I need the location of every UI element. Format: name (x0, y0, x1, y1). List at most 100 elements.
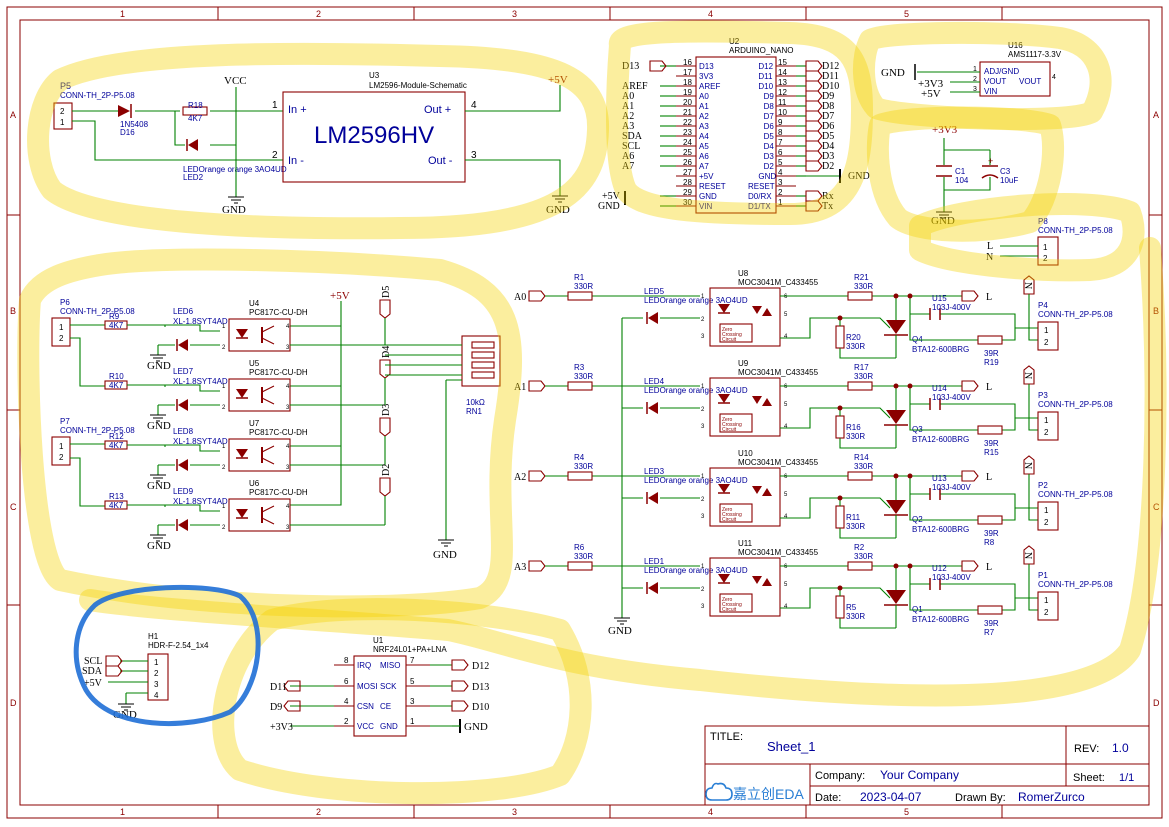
rev-value: 1.0 (1112, 741, 1129, 755)
net-flag-d3 (379, 417, 391, 437)
svg-text:10uF: 10uF (1000, 176, 1018, 185)
resistor-value: 4K7 (109, 501, 124, 510)
svg-text:1: 1 (701, 474, 705, 480)
led-value: XL-1.8SYT4AD (173, 377, 228, 386)
input-flag-a2 (528, 470, 546, 482)
arduino-net-label: D6 (822, 121, 834, 132)
arduino-pin-num: 17 (683, 68, 692, 77)
led-led1 (648, 582, 658, 594)
svg-text:GND: GND (147, 360, 171, 372)
svg-text:P3: P3 (1038, 391, 1048, 400)
col-label-5-bottom: 5 (904, 807, 909, 817)
svg-text:U3: U3 (369, 71, 380, 80)
svg-text:+5V: +5V (548, 74, 568, 86)
svg-text:P6: P6 (60, 298, 70, 307)
gnd-symbol-input (150, 534, 166, 542)
svg-text:Out +: Out + (424, 104, 451, 116)
arduino-pin-num: 29 (683, 188, 692, 197)
svg-text:SCL: SCL (84, 656, 102, 667)
svg-text:4: 4 (286, 504, 290, 510)
svg-text:N: N (1022, 282, 1033, 289)
col-label-3: 3 (512, 9, 517, 19)
svg-text:1: 1 (59, 323, 64, 332)
triac-q2 (886, 500, 906, 514)
nrf-pin-num: 3 (410, 697, 415, 706)
arduino-body (695, 56, 777, 214)
arduino-pin-name: D0/RX (748, 192, 772, 201)
svg-text:4: 4 (286, 444, 290, 450)
led-led4 (648, 402, 658, 414)
svg-text:330R: 330R (854, 552, 873, 561)
resistor-r16 (835, 415, 845, 439)
row-label-a: A (10, 110, 16, 120)
col-label-4-bottom: 4 (708, 807, 713, 817)
opto-value: PC817C-CU-DH (249, 308, 308, 317)
svg-text:LEDOrange orange 3AO4UD: LEDOrange orange 3AO4UD (644, 476, 748, 485)
resistor-value: 4K7 (109, 321, 124, 330)
opto-ref: U4 (249, 299, 260, 308)
nrf-pin-name: GND (380, 722, 398, 731)
triac-q3 (886, 410, 906, 424)
resistor-ref: R10 (109, 372, 124, 381)
svg-text:LEDOrange orange 3AO4UD: LEDOrange orange 3AO4UD (644, 386, 748, 395)
svg-text:330R: 330R (846, 432, 865, 441)
row-label-d-right: D (1153, 698, 1160, 708)
svg-text:6: 6 (784, 294, 788, 300)
triac-q1 (886, 590, 906, 604)
logo-text: 嘉立创EDA (733, 786, 804, 802)
arduino-pin-name: D6 (764, 122, 775, 131)
arduino-pin-num: 13 (778, 78, 787, 87)
svg-text:R19: R19 (984, 358, 999, 367)
arduino-net-label: A3 (622, 121, 634, 132)
arduino-pin-num: 3 (778, 178, 783, 187)
arduino-pin-name: D13 (699, 62, 714, 71)
svg-text:U10: U10 (738, 449, 753, 458)
svg-text:4: 4 (784, 604, 788, 610)
svg-text:GND: GND (222, 204, 246, 216)
svg-text:GND: GND (546, 204, 570, 216)
optocoupler-input-section: 1 2 P6 CONN-TH_2P-P5.08 1 2 P7 CONN-TH_2… (51, 286, 501, 561)
svg-text:VOUT: VOUT (1019, 77, 1041, 86)
arduino-pin-name: D8 (764, 102, 775, 111)
svg-text:+3V3: +3V3 (918, 78, 944, 90)
arduino-pin-num: 22 (683, 118, 692, 127)
nrf-pin-num: 8 (344, 656, 349, 665)
svg-text:R2: R2 (854, 543, 865, 552)
title-block: TITLE: Sheet_1 REV: 1.0 Company: Your Co… (704, 725, 1150, 806)
connector-p1 (1037, 591, 1059, 621)
resistor-r1 (567, 291, 593, 301)
svg-text:+3V3: +3V3 (932, 124, 958, 136)
svg-text:330R: 330R (854, 372, 873, 381)
svg-text:GND: GND (147, 540, 171, 552)
svg-text:N: N (1022, 372, 1033, 379)
svg-text:GND: GND (433, 549, 457, 561)
arduino-pin-name: RESET (748, 182, 775, 191)
svg-text:CONN-TH_2P-P5.08: CONN-TH_2P-P5.08 (1038, 310, 1113, 319)
arduino-pin-num: 20 (683, 98, 692, 107)
highlight-inputs (17, 248, 523, 618)
highlight-regulator (852, 21, 1112, 131)
svg-text:MOC3041M_C433455: MOC3041M_C433455 (738, 368, 819, 377)
svg-text:LM2596-Module-Schematic: LM2596-Module-Schematic (369, 81, 467, 90)
optocoupler-u5 (228, 378, 291, 412)
arduino-pin-name: RESET (699, 182, 726, 191)
svg-text:LEDOrange orange 3AO4UD: LEDOrange orange 3AO4UD (644, 566, 748, 575)
svg-text:BTA12-600BRG: BTA12-600BRG (912, 525, 969, 534)
p5-ref: P5 (60, 81, 71, 91)
svg-text:N: N (1022, 552, 1033, 559)
zero-crossing-label: Zero (722, 507, 733, 513)
svg-text:R14: R14 (854, 453, 869, 462)
arduino-pin-num: 6 (778, 148, 783, 157)
svg-text:In -: In - (288, 155, 304, 167)
svg-text:103J-400V: 103J-400V (932, 303, 971, 312)
arduino-pin-name: D12 (758, 62, 773, 71)
svg-text:4: 4 (286, 384, 290, 390)
net-flag-d6 (805, 120, 823, 132)
svg-text:NRF24L01+PA+LNA: NRF24L01+PA+LNA (373, 645, 447, 654)
